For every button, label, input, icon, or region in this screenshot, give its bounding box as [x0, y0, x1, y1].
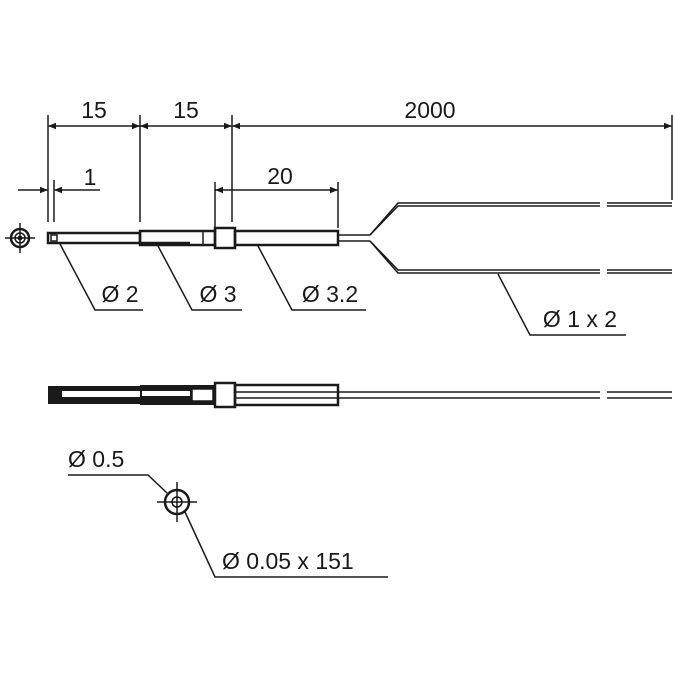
diameter-leaders: Ø 2 Ø 3 Ø 3.2 Ø 1 x 2 — [59, 243, 626, 336]
dim-tip-length: 15 — [81, 97, 107, 123]
dim-sleeve-length: 15 — [173, 97, 199, 123]
dim-tip-offset: 1 — [84, 164, 97, 190]
label-d-fiber: Ø 0.5 — [68, 446, 124, 472]
label-d-sleeve: Ø 3 — [199, 281, 236, 307]
label-d-fiber-core: Ø 0.05 x 151 — [222, 548, 354, 574]
probe-side-view — [48, 381, 672, 409]
top-dimensions: 15 15 2000 1 20 — [18, 97, 673, 228]
end-view-symbol — [5, 223, 35, 253]
label-d-tip: Ø 2 — [101, 281, 138, 307]
fiber-cross-section: Ø 0.5 Ø 0.05 x 151 — [68, 446, 388, 578]
label-d-cable: Ø 1 x 2 — [543, 306, 617, 332]
dim-cable-length: 2000 — [404, 97, 455, 123]
label-d-sleeve2: Ø 3.2 — [302, 281, 358, 307]
probe-top-view — [46, 202, 672, 274]
dim-sleeve2-length: 20 — [267, 163, 293, 189]
